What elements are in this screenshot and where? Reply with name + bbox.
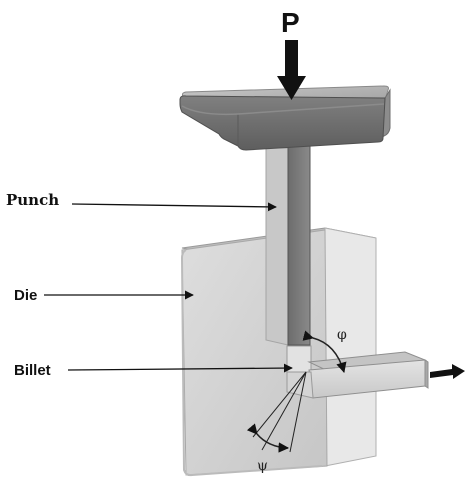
punch <box>265 145 311 346</box>
angle-lines <box>246 330 347 453</box>
punch-label: Punch <box>6 191 59 209</box>
load-arrow <box>277 40 306 100</box>
phi-angle-arc <box>302 330 347 374</box>
exit-arrow <box>430 364 465 379</box>
press-plate <box>179 85 391 151</box>
punch-side-face <box>265 147 289 346</box>
phi-label: φ <box>337 327 347 343</box>
psi-angle-arc <box>246 423 290 453</box>
die-label: Die <box>14 287 37 304</box>
billet-leader <box>67 363 293 373</box>
plate-front-face <box>179 95 386 151</box>
billet-label: Billet <box>14 362 51 379</box>
psi-label: ψ <box>257 458 268 474</box>
punch-leader <box>71 202 277 212</box>
die-side-face <box>324 227 377 467</box>
load-label: P <box>281 7 300 38</box>
punch-front-face <box>287 145 311 346</box>
